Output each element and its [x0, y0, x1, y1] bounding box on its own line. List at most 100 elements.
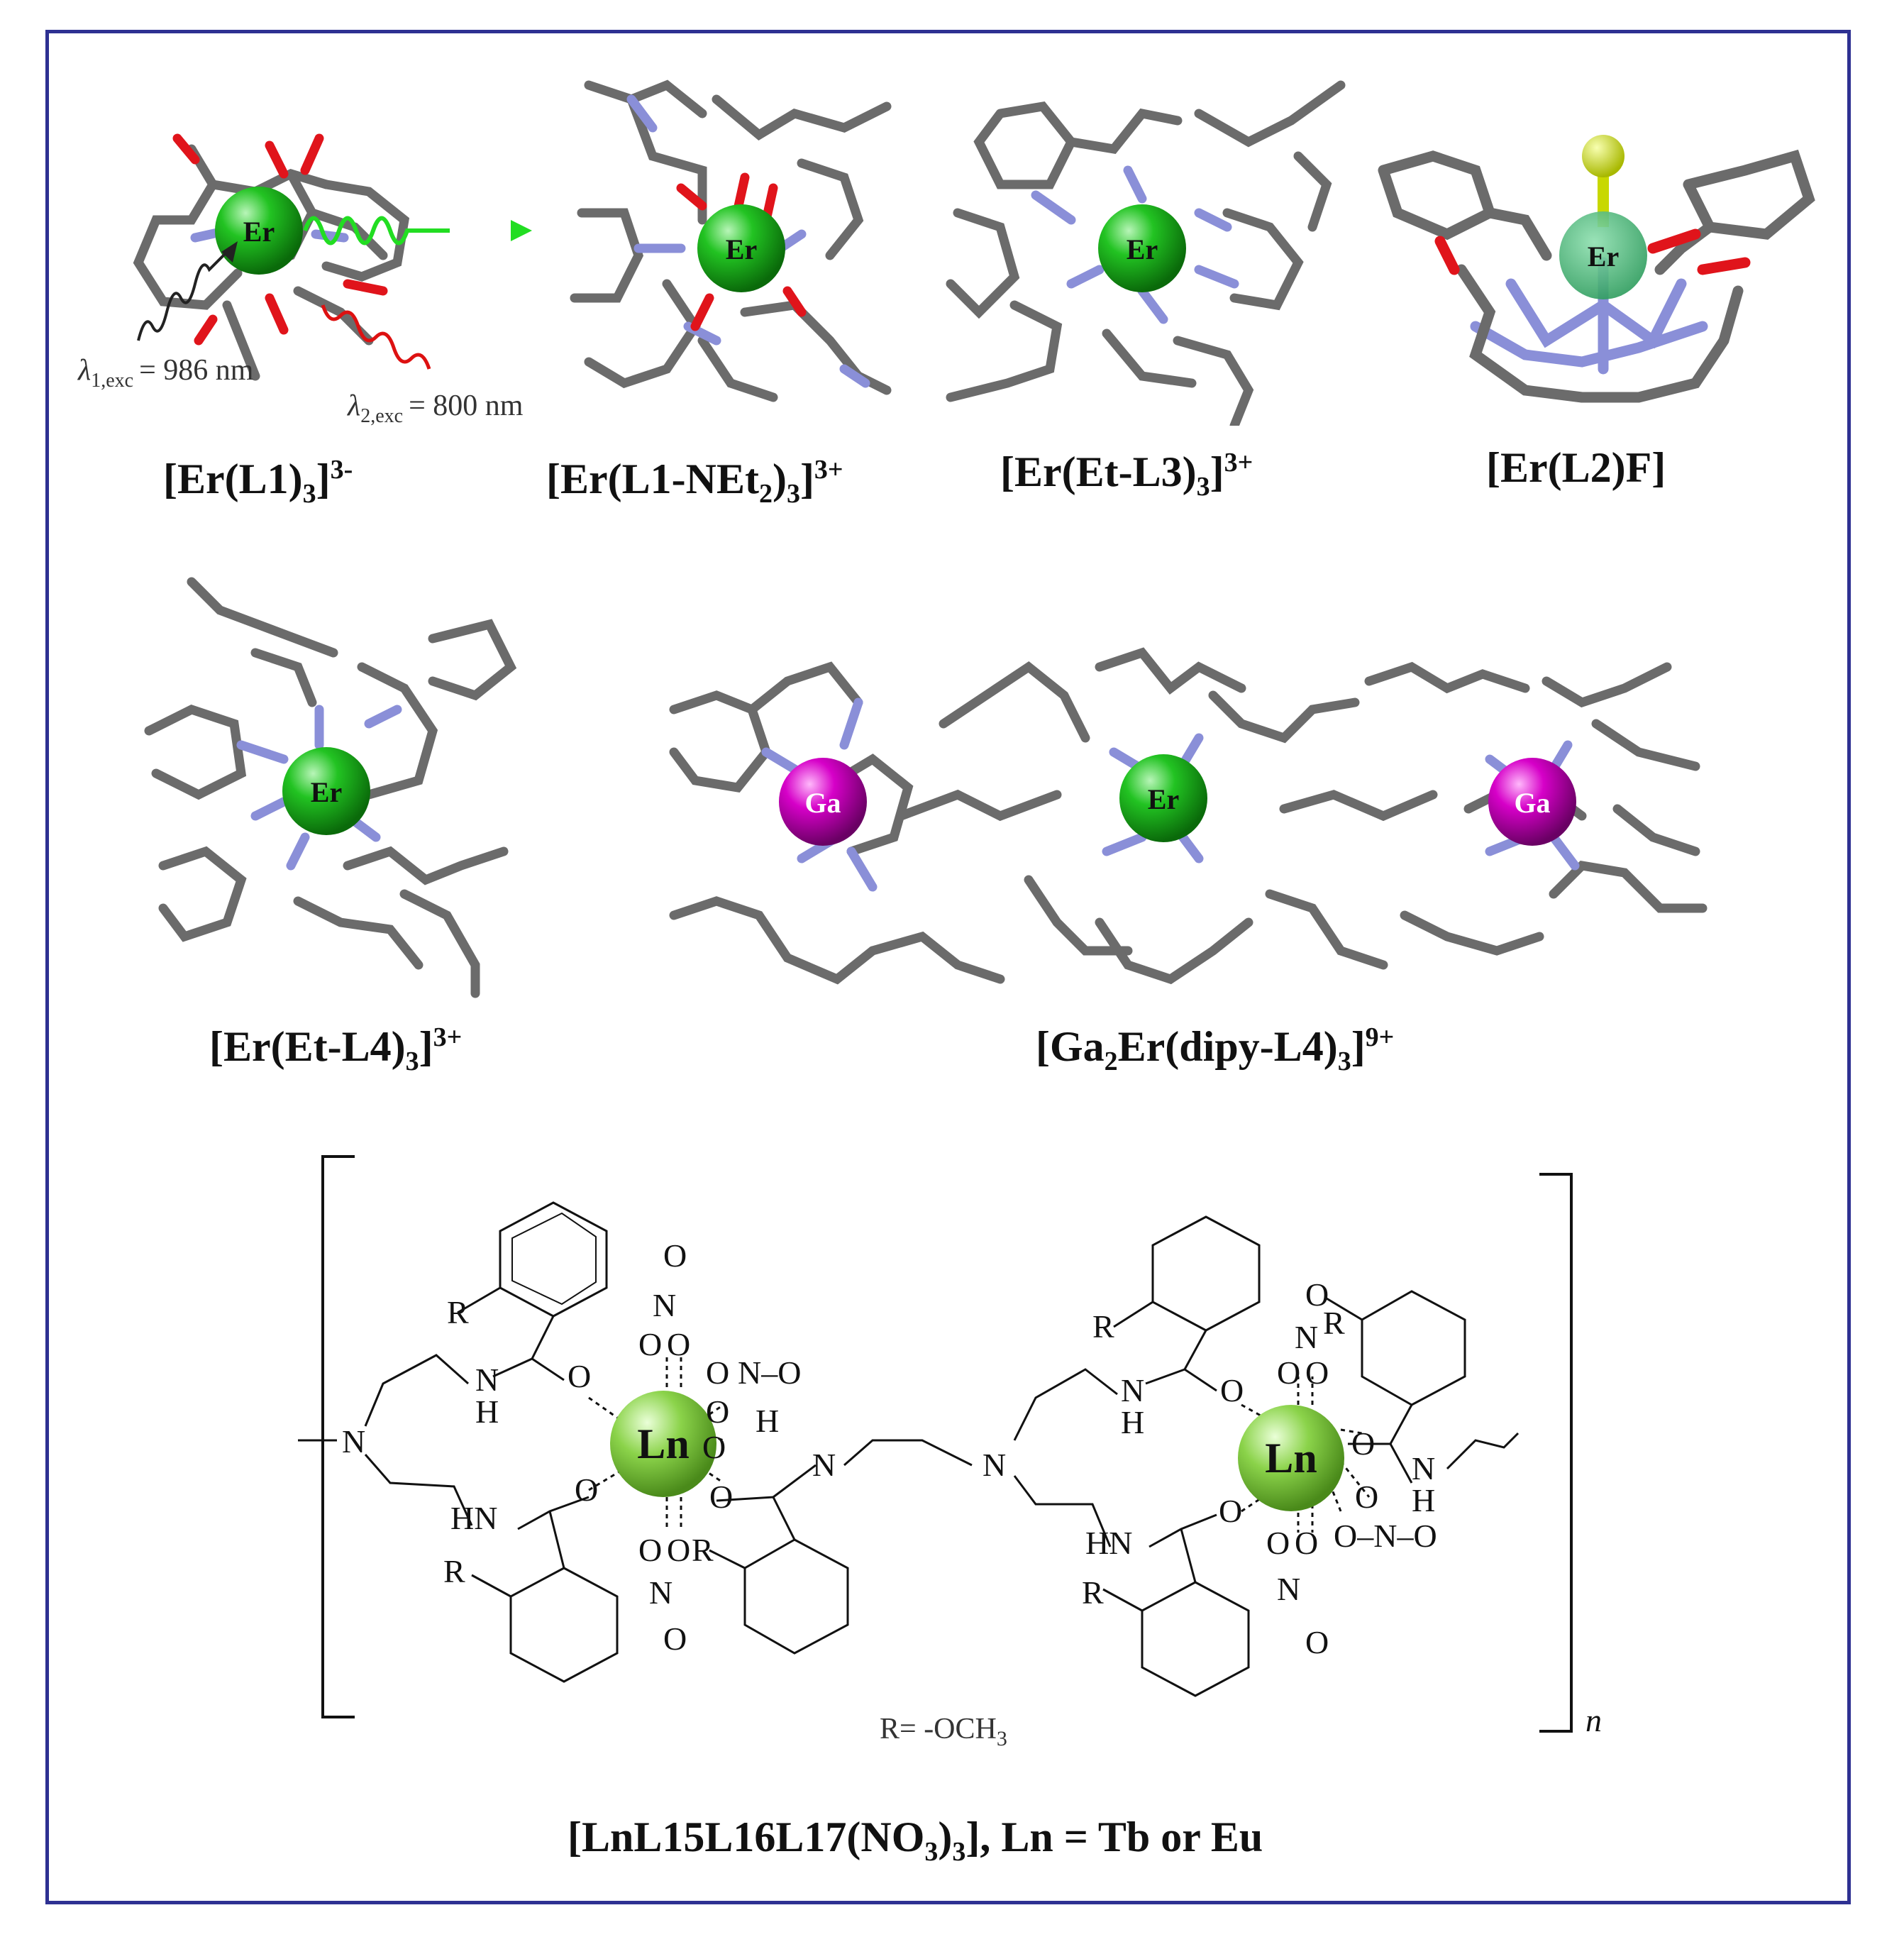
- lambda2-label: λ2,exc= 800 nm: [346, 390, 524, 427]
- excitation-arrowhead-1: [221, 241, 238, 263]
- caption-er-l2-f: [Er(L2)F]: [1486, 444, 1666, 491]
- svg-text:O: O: [667, 1326, 690, 1362]
- caption-er-l1: [Er(L1)3]3-: [163, 455, 353, 509]
- svg-text:O: O: [706, 1394, 729, 1430]
- svg-text:O: O: [575, 1472, 598, 1508]
- carbon-framework: [946, 80, 1346, 426]
- excitation-wave-1: [137, 247, 232, 341]
- caption-er-l1-net2: [Er(L1-NEt2)3]3+: [546, 455, 843, 509]
- erbium-atom: [697, 204, 785, 292]
- atom-label: Ga: [1514, 787, 1550, 819]
- svg-text:H: H: [475, 1394, 499, 1430]
- svg-text:O: O: [663, 1621, 687, 1657]
- erbium-atom: [282, 747, 370, 835]
- oxygen-bonds: [1434, 228, 1751, 275]
- bracket-left: [321, 1155, 355, 1718]
- svg-text:O: O: [1266, 1525, 1290, 1561]
- caption-er-et-l3: [Er(Et-L3)3]3+: [1000, 448, 1253, 502]
- structure-er-l1: Er λ1,exc= 986 nm λ2,exc= 800 nm: [77, 133, 532, 427]
- svg-text:N: N: [1121, 1372, 1144, 1408]
- structure-ga2er-dipy-l4: Ga Er Ga: [669, 647, 1707, 985]
- oxygen-bonds: [172, 133, 388, 346]
- svg-text:R: R: [1082, 1574, 1104, 1611]
- svg-text:O: O: [663, 1237, 687, 1274]
- erbium-atom: [1098, 204, 1186, 292]
- lambda1-label: λ1,exc= 986 nm: [77, 354, 254, 392]
- emission-wave: [303, 216, 450, 245]
- erbium-atom: [1119, 754, 1207, 842]
- structure-er-et-l4: Er: [144, 577, 517, 998]
- lanthanide-atom-left: [610, 1391, 716, 1497]
- svg-text:H: H: [755, 1403, 779, 1439]
- svg-text:N: N: [1277, 1571, 1300, 1607]
- svg-text:O: O: [1219, 1493, 1242, 1529]
- svg-text:N: N: [653, 1287, 676, 1323]
- bracket-right: [1539, 1173, 1573, 1733]
- svg-text:O: O: [709, 1479, 733, 1515]
- structure-er-l1-net2: Er: [570, 79, 892, 402]
- svg-text:N: N: [475, 1362, 499, 1398]
- svg-text:O: O: [638, 1532, 662, 1568]
- svg-text:O: O: [1277, 1354, 1300, 1391]
- carbon-framework: [669, 647, 1707, 985]
- svg-text:O: O: [568, 1358, 591, 1394]
- repeat-unit-n: n: [1585, 1702, 1602, 1738]
- svg-text:N: N: [1412, 1450, 1435, 1486]
- svg-text:O: O: [702, 1429, 726, 1465]
- erbium-atom: [1559, 211, 1647, 299]
- atom-label: Er: [1127, 233, 1158, 265]
- lanthanide-atom-right: [1238, 1405, 1344, 1511]
- svg-text:N: N: [983, 1447, 1006, 1483]
- erbium-atom: [215, 187, 303, 275]
- ln-label: Ln: [637, 1420, 689, 1467]
- ln-label: Ln: [1265, 1435, 1317, 1481]
- svg-text:HN: HN: [1085, 1525, 1132, 1561]
- caption-polymer: [LnL15L16L17(NO3)3], Ln = Tb or Eu: [568, 1814, 1263, 1867]
- atom-label: Er: [1148, 783, 1179, 815]
- carbon-framework: [144, 577, 517, 998]
- svg-text:HN: HN: [450, 1500, 497, 1536]
- caption-er-et-l4: [Er(Et-L4)3]3+: [209, 1022, 463, 1076]
- svg-text:N: N: [812, 1447, 836, 1483]
- svg-text:N–O: N–O: [738, 1354, 801, 1391]
- nitrogen-framework: [1470, 257, 1708, 375]
- gallium-atom-right: [1488, 758, 1576, 846]
- svg-text:R: R: [692, 1532, 714, 1568]
- structure-er-et-l3: Er: [946, 80, 1346, 426]
- nitrogen-bonds: [1031, 165, 1239, 324]
- polymer-structure: n: [298, 1155, 1602, 1750]
- svg-text:O: O: [706, 1354, 729, 1391]
- svg-text:O: O: [1220, 1372, 1244, 1408]
- nitrogen-bonds: [236, 705, 402, 871]
- atom-label: Er: [726, 233, 757, 265]
- svg-text:O: O: [1295, 1525, 1318, 1561]
- atom-label: Er: [1588, 241, 1619, 272]
- atom-label: Er: [243, 216, 275, 248]
- svg-text:N: N: [649, 1574, 673, 1611]
- svg-text:O: O: [1351, 1425, 1375, 1462]
- svg-text:N: N: [1295, 1319, 1318, 1355]
- structure-er-l2-f: Er: [1378, 135, 1815, 403]
- polymer-atom-labels: N N H O R HN O R O N O O O N–O O O O H N…: [342, 1237, 1437, 1660]
- svg-text:H: H: [1121, 1404, 1144, 1440]
- svg-text:R: R: [1323, 1305, 1345, 1341]
- svg-text:O: O: [1305, 1276, 1329, 1313]
- excitation-wave-2: [321, 304, 431, 370]
- svg-text:R: R: [447, 1294, 469, 1330]
- svg-text:H: H: [1412, 1482, 1435, 1518]
- svg-text:O: O: [667, 1532, 690, 1568]
- emission-arrowhead: [511, 220, 532, 241]
- atom-label: Ga: [804, 787, 841, 819]
- svg-text:R: R: [443, 1553, 465, 1589]
- svg-text:N: N: [342, 1423, 365, 1459]
- fluorine-atom: [1582, 135, 1625, 177]
- gallium-atom-left: [779, 758, 867, 846]
- svg-text:O: O: [1355, 1479, 1378, 1515]
- caption-ga2er-dipy-l4: [Ga2Er(dipy-L4)3]9+: [1036, 1022, 1395, 1076]
- atom-label: Er: [311, 776, 342, 808]
- svg-text:O: O: [638, 1326, 662, 1362]
- svg-text:O–N–O: O–N–O: [1334, 1518, 1437, 1554]
- svg-text:O: O: [1305, 1354, 1329, 1391]
- figure-frame: [45, 30, 1851, 1904]
- r-definition: R= -OCH3: [880, 1713, 1007, 1750]
